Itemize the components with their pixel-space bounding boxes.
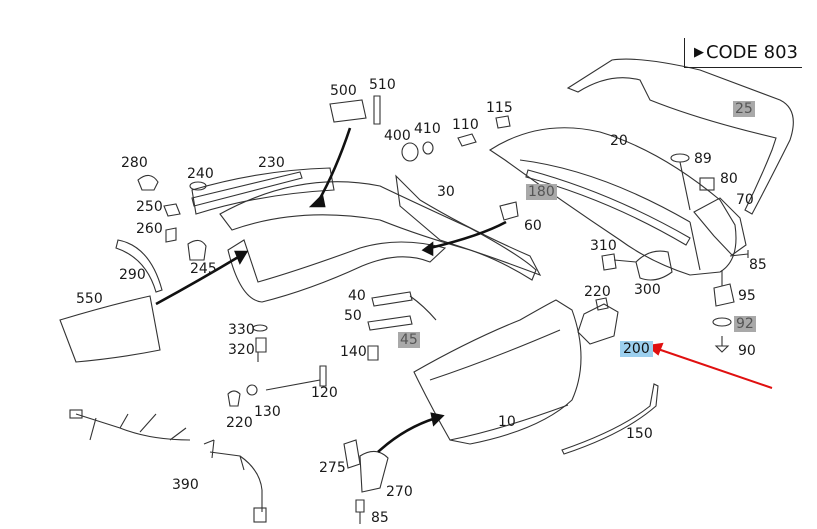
label-500[interactable]: 500 [330, 83, 357, 99]
part-260 [165, 227, 177, 243]
part-110 [457, 133, 477, 147]
part-290 [115, 239, 163, 293]
label-25[interactable]: 25 [733, 101, 755, 117]
part-70-bracket [693, 197, 747, 256]
part-240 [189, 181, 207, 191]
label-90[interactable]: 90 [738, 343, 756, 359]
part-40-bracket [371, 291, 413, 307]
label-270[interactable]: 270 [386, 484, 413, 500]
part-550-panel [59, 295, 161, 363]
label-250[interactable]: 250 [136, 199, 163, 215]
code-label: CODE 803 [705, 42, 798, 63]
part-220-nut [595, 297, 609, 311]
label-20[interactable]: 20 [610, 133, 628, 149]
label-95[interactable]: 95 [738, 288, 756, 304]
part-85-bottom [355, 499, 365, 524]
label-60[interactable]: 60 [524, 218, 542, 234]
red-pointer-arrow [651, 346, 773, 389]
label-115[interactable]: 115 [486, 100, 513, 116]
label-130[interactable]: 130 [254, 404, 281, 420]
part-230-strip [191, 171, 303, 207]
part-130 [246, 384, 258, 396]
part-60 [499, 201, 519, 221]
part-280 [137, 174, 159, 191]
label-260[interactable]: 260 [136, 221, 163, 237]
part-300-sensor [635, 250, 673, 281]
part-side-cover [227, 239, 447, 303]
label-400[interactable]: 400 [384, 128, 411, 144]
label-230[interactable]: 230 [258, 155, 285, 171]
part-310-bolt [601, 253, 637, 271]
part-95 [713, 283, 735, 307]
label-275[interactable]: 275 [319, 460, 346, 476]
label-320[interactable]: 320 [228, 342, 255, 358]
label-30[interactable]: 30 [437, 184, 455, 200]
label-140[interactable]: 140 [340, 344, 367, 360]
part-120-rod [265, 365, 327, 391]
part-180-strip [525, 169, 691, 246]
part-150-strip [561, 383, 659, 455]
part-510 [373, 95, 381, 125]
part-275 [343, 439, 361, 469]
part-390-harness [75, 413, 263, 512]
label-89[interactable]: 89 [694, 151, 712, 167]
part-245 [187, 239, 207, 261]
leader-500 [316, 127, 352, 203]
part-200-bracket [577, 303, 619, 345]
label-300[interactable]: 300 [634, 282, 661, 298]
label-85-bottom[interactable]: 85 [371, 510, 389, 526]
label-10[interactable]: 10 [498, 414, 516, 430]
label-510[interactable]: 510 [369, 77, 396, 93]
part-140 [367, 345, 379, 361]
part-400 [401, 142, 419, 162]
part-410 [422, 141, 434, 155]
leader-60 [429, 220, 507, 250]
label-80[interactable]: 80 [720, 171, 738, 187]
part-330 [252, 324, 268, 332]
leader-550 [155, 254, 241, 306]
part-500 [329, 99, 367, 123]
label-50[interactable]: 50 [344, 308, 362, 324]
part-92-washer [712, 317, 732, 327]
label-390[interactable]: 390 [172, 477, 199, 493]
part-25-rear-panel [566, 58, 794, 215]
label-70[interactable]: 70 [736, 192, 754, 208]
label-310[interactable]: 310 [590, 238, 617, 254]
label-110[interactable]: 110 [452, 117, 479, 133]
part-89 [670, 153, 690, 163]
part-85-right [729, 250, 749, 258]
label-245[interactable]: 245 [190, 261, 217, 277]
part-10-main-bumper [413, 299, 582, 445]
leader-270 [377, 416, 437, 453]
label-150[interactable]: 150 [626, 426, 653, 442]
label-120[interactable]: 120 [311, 385, 338, 401]
part-90-screw [714, 336, 730, 353]
label-330[interactable]: 330 [228, 322, 255, 338]
part-270-bracket [359, 450, 389, 493]
part-220-bottom [227, 390, 241, 407]
label-45[interactable]: 45 [398, 332, 420, 348]
part-115 [495, 115, 511, 129]
label-180[interactable]: 180 [526, 184, 557, 200]
part-250 [163, 203, 181, 217]
part-20-upper-cover [488, 127, 737, 276]
label-280[interactable]: 280 [121, 155, 148, 171]
right-arrow-icon: ▶ [693, 45, 704, 60]
label-550[interactable]: 550 [76, 291, 103, 307]
label-40[interactable]: 40 [348, 288, 366, 304]
label-410[interactable]: 410 [414, 121, 441, 137]
label-200[interactable]: 200 [620, 341, 653, 357]
label-220-bottom[interactable]: 220 [226, 415, 253, 431]
part-80-clip [699, 177, 715, 191]
label-92[interactable]: 92 [734, 316, 756, 332]
part-320 [255, 337, 267, 362]
part-50-bracket [367, 315, 413, 331]
label-290[interactable]: 290 [119, 267, 146, 283]
label-85-right[interactable]: 85 [749, 257, 767, 273]
label-220-top[interactable]: 220 [584, 284, 611, 300]
code-box: ▶ CODE 803 [684, 38, 802, 68]
label-240[interactable]: 240 [187, 166, 214, 182]
part-30-bumper-support [219, 181, 537, 281]
